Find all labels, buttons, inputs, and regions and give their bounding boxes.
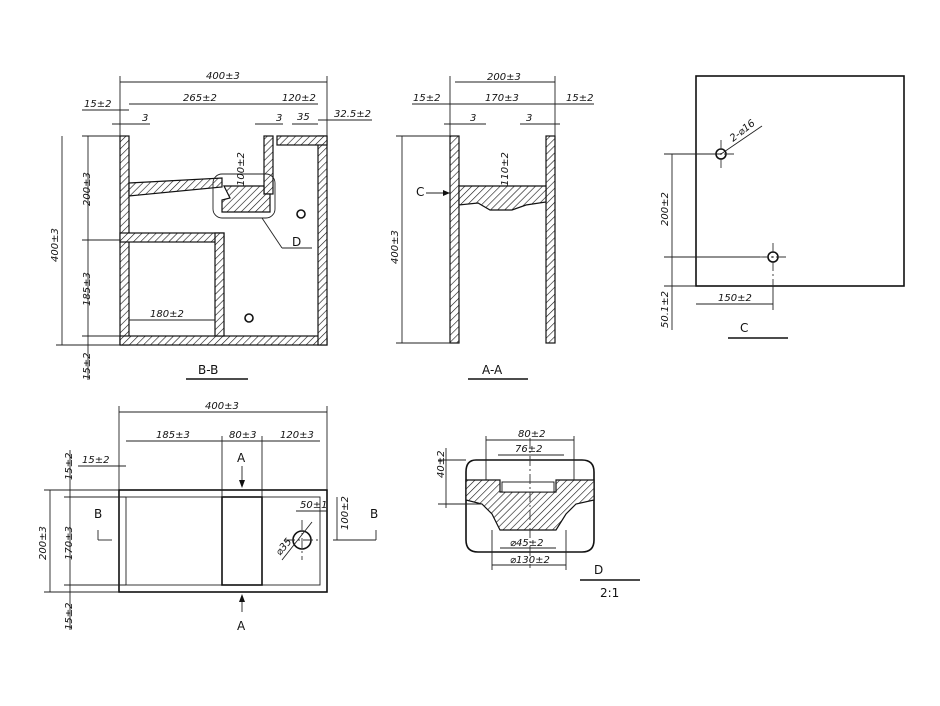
aa-dim-right-15: 15±2 — [566, 93, 593, 104]
bb-basin-wall — [263, 135, 274, 195]
bb-dim-right-35: 35 — [297, 112, 310, 123]
aa-dim-overall-width: 200±3 — [487, 72, 521, 83]
aa-right-wall — [545, 135, 556, 344]
bb-hole-lower — [244, 313, 254, 323]
aa-basin-insert — [458, 185, 547, 211]
plan-section-b-right: B — [370, 507, 378, 521]
aa-dim-basin-depth: 110±2 — [500, 152, 511, 186]
aa-dim-inner-170: 170±3 — [485, 93, 519, 104]
plan-section-a-top: A — [237, 451, 246, 465]
view-aa: 200±3 170±3 15±2 15±2 3 3 110±2 400±3 C … — [390, 72, 594, 380]
view-bb: D 400±3 265±2 120±2 15±2 32.5±2 35 3 3 1… — [50, 71, 372, 380]
bb-dim-wall-mid: 3 — [276, 113, 282, 124]
view-d: 80±2 76±2 40±2 ⌀45±2 ⌀130±2 D 2:1 — [436, 429, 640, 600]
bb-dim-lower-height: 185±3 — [82, 272, 93, 306]
bb-dim-overall-width: 400±3 — [206, 71, 240, 82]
aa-dim-wall-right: 3 — [526, 113, 532, 124]
plan-section-a-bottom: A — [237, 619, 246, 633]
d-view-label: D — [594, 563, 603, 577]
plan-dim-hole-100: 100±2 — [340, 496, 351, 530]
c-dim-bottom-50: 50.1±2 — [660, 291, 671, 328]
plan-dim-hole-50: 50±1 — [300, 500, 327, 511]
plan-dim-height-170: 170±3 — [64, 526, 75, 560]
plan-a-bottom-arrowhead — [239, 594, 245, 602]
c-panel-outline — [695, 75, 905, 287]
bb-top-right-cap — [276, 135, 328, 146]
bb-basin-insert — [221, 185, 271, 213]
plan-dim-left-15: 15±2 — [82, 455, 109, 466]
bb-detail-leader — [261, 217, 283, 249]
bb-hole-upper — [296, 209, 306, 219]
aa-left-wall — [449, 135, 460, 344]
bb-dim-total-height: 400±3 — [50, 228, 61, 262]
bb-dim-bottom-15: 15±2 — [82, 353, 93, 380]
bb-dim-right-wall: 32.5±2 — [334, 109, 371, 120]
d-dim-top-80: 80±2 — [518, 429, 545, 440]
plan-outline — [118, 489, 328, 593]
plan-dim-height-200: 200±3 — [38, 526, 49, 560]
bb-dim-upper-height: 200±3 — [82, 172, 93, 206]
d-insert-recess — [501, 481, 555, 493]
aa-section-arrowhead — [443, 190, 450, 196]
plan-dim-bottom-15: 15±2 — [64, 603, 75, 630]
plan-dim-mid-80: 80±3 — [229, 430, 256, 441]
bb-bottom-wall — [119, 335, 328, 346]
view-c: 2-⌀16 200±2 50.1±2 150±2 C — [660, 75, 905, 339]
bb-dim-basin-depth: 100±2 — [236, 152, 247, 186]
aa-dim-left-15: 15±2 — [413, 93, 440, 104]
bb-detail-callout: D — [292, 235, 301, 249]
aa-dim-height: 400±3 — [390, 230, 401, 264]
bb-dim-upper-span: 265±2 — [183, 93, 217, 104]
c-dim-height-200: 200±2 — [660, 192, 671, 226]
bb-dim-wall-left: 3 — [142, 113, 148, 124]
bb-sloped-shelf — [128, 177, 223, 197]
plan-section-b-left: B — [94, 507, 102, 521]
plan-dim-top-15: 15±2 — [64, 453, 75, 480]
view-plan: ⌀35 B B A A 400±3 185±3 80±3 120±3 15±2 — [38, 401, 378, 633]
c-view-label: C — [740, 321, 748, 335]
d-dim-dia-130: ⌀130±2 — [510, 555, 550, 566]
d-dim-inner-76: 76±2 — [515, 444, 542, 455]
c-dim-width-150: 150±2 — [718, 293, 752, 304]
bb-view-label: B-B — [198, 363, 218, 377]
bb-dim-left-offset: 15±2 — [84, 99, 111, 110]
aa-view-label: A-A — [482, 363, 503, 377]
plan-hole-leader — [281, 521, 313, 561]
d-dim-height-40: 40±2 — [436, 451, 447, 478]
bb-right-wall — [317, 135, 328, 346]
bb-dim-shelf-width: 180±2 — [150, 309, 184, 320]
bb-lower-shelf — [119, 232, 225, 243]
plan-a-top-arrowhead — [239, 480, 245, 488]
aa-dim-wall-left: 3 — [470, 113, 476, 124]
d-dim-dia-45: ⌀45±2 — [510, 538, 544, 549]
d-body-outline — [465, 459, 595, 553]
plan-dim-overall-width: 400±3 — [205, 401, 239, 412]
d-view-scale: 2:1 — [600, 586, 619, 600]
c-hole-leader — [720, 125, 763, 155]
c-hole-note: 2-⌀16 — [728, 118, 757, 144]
plan-basin-opening — [221, 496, 263, 586]
plan-dim-left-185: 185±3 — [156, 430, 190, 441]
bb-detail-outline — [212, 173, 276, 219]
plan-dim-right-120: 120±3 — [280, 430, 314, 441]
bb-lower-divider — [214, 232, 225, 337]
aa-section-marker: C — [416, 185, 424, 199]
bb-dim-basin-width: 120±2 — [282, 93, 316, 104]
